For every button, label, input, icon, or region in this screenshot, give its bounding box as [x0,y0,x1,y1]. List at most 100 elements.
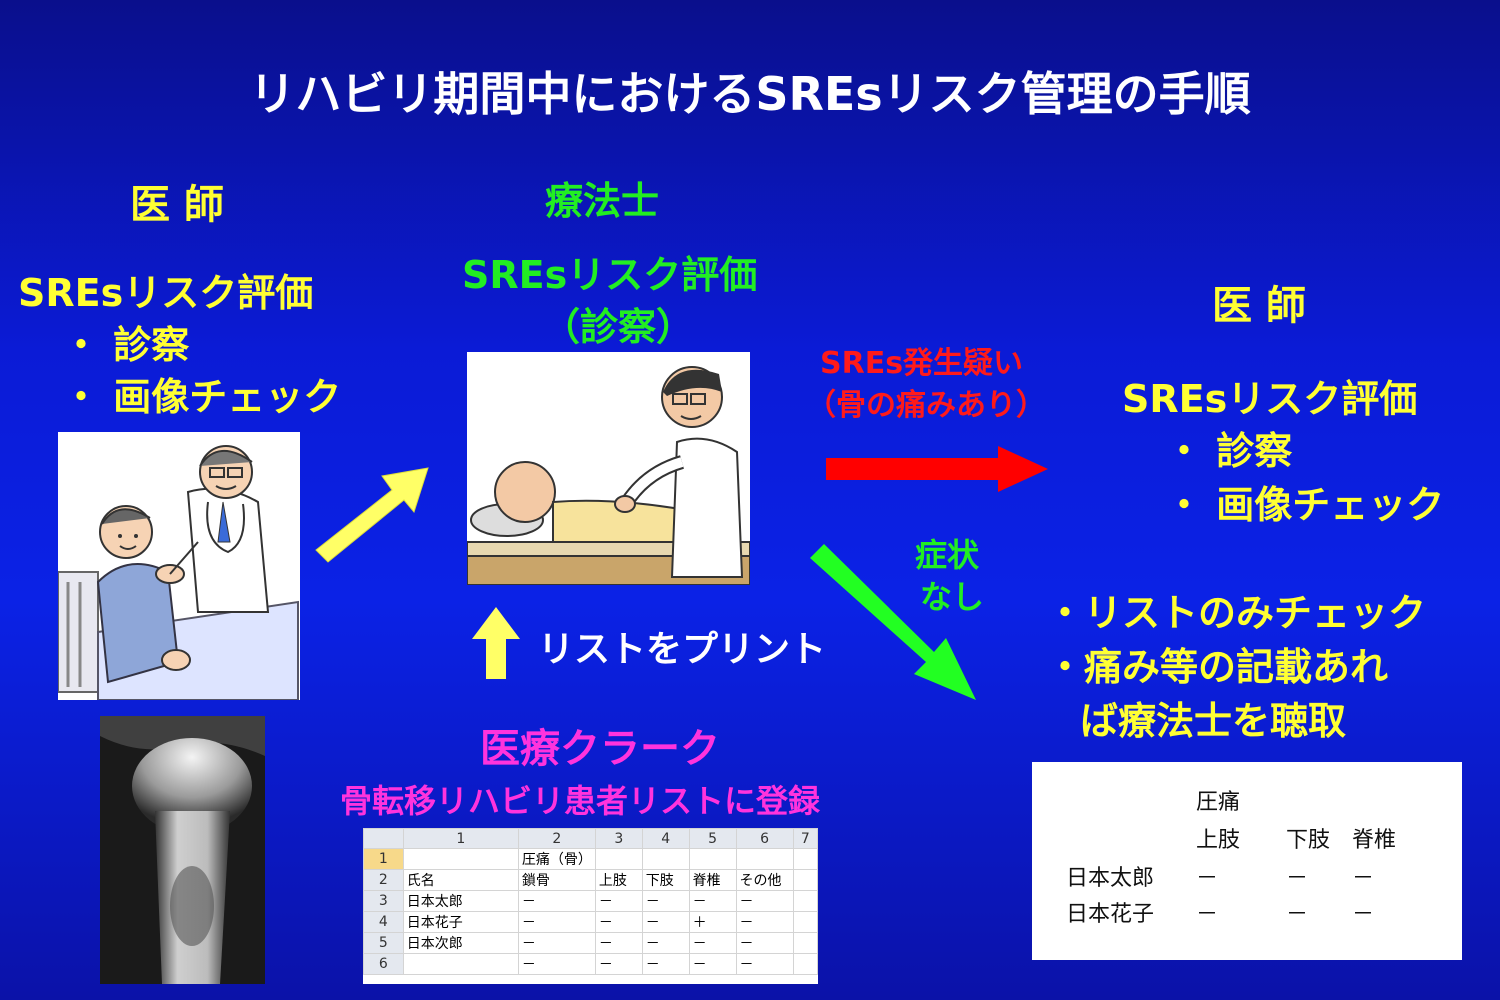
spreadsheet-cell: － [641,953,690,975]
spreadsheet-row-number: 3 [363,890,404,912]
spreadsheet-cell: － [594,911,643,933]
spreadsheet-cell: 圧痛（骨） [517,848,596,870]
summary-cell: － [1286,902,1309,927]
spreadsheet-cell [594,848,643,870]
spreadsheet-cell: ＋ [688,911,737,933]
spreadsheet-cell: － [517,953,596,975]
right-role-label: 医 師 [1212,283,1306,329]
spreadsheet-cell: － [594,932,643,954]
spreadsheet-row: 2 氏名 鎖骨 上肢 下肢 脊椎 その他 [363,869,818,891]
note-if-pain-recorded: ・痛み等の記載あれ [1046,645,1389,689]
spreadsheet-cell [792,848,818,870]
spreadsheet-cell: － [735,890,794,912]
spreadsheet-col-header: 4 [641,828,690,849]
spreadsheet-cell [792,932,818,954]
therapist-exam-illustration [467,352,750,585]
summary-cell: － [1196,866,1219,891]
spreadsheet-cell: 日本次郎 [402,932,519,954]
spreadsheet-cell [792,953,818,975]
red-arrow-label-line1: SREs発生疑い [820,346,1024,381]
spreadsheet-cell [792,869,818,891]
summary-row-name: 日本花子 [1066,902,1155,927]
spreadsheet-col-header: 2 [517,828,596,849]
spreadsheet-cell [402,953,519,975]
spreadsheet-cell [792,890,818,912]
spreadsheet-cell: － [735,953,794,975]
summary-header-tenderness: 圧痛 [1196,790,1241,815]
summary-cell: － [1286,866,1309,891]
patient-list-spreadsheet: 1 2 3 4 5 6 7 1 圧痛（骨） 2 氏名 鎖骨 上肢 下肢 脊椎 そ… [363,828,818,984]
summary-col-upper-limb: 上肢 [1196,828,1241,853]
summary-row-name: 日本太郎 [1066,866,1155,891]
spreadsheet-cell [792,911,818,933]
spreadsheet-cell: 脊椎 [688,869,737,891]
spreadsheet-row: 6 － － － － － [363,953,818,975]
spreadsheet-col-header: 1 [402,828,519,849]
spreadsheet-cell [641,848,690,870]
spreadsheet-col-header: 7 [792,828,818,849]
spreadsheet-cell: － [735,932,794,954]
clerk-description: 骨転移リハビリ患者リストに登録 [340,782,821,820]
spreadsheet-row: 5 日本次郎 － － － － － [363,932,818,954]
spreadsheet-cell: 下肢 [641,869,690,891]
note-interview-therapist: ば療法士を聴取 [1080,699,1347,743]
spreadsheet-col-header: 3 [594,828,643,849]
red-arrow-label-line2: （骨の痛みあり） [806,388,1046,423]
spreadsheet-cell [735,848,794,870]
spreadsheet-cell: 日本太郎 [402,890,519,912]
spreadsheet-table: 1 2 3 4 5 6 7 1 圧痛（骨） 2 氏名 鎖骨 上肢 下肢 脊椎 そ… [363,828,818,975]
doctor-patient-illustration [58,432,300,700]
spreadsheet-cell: － [641,932,690,954]
slide-title: リハビリ期間中におけるSREsリスク管理の手順 [249,67,1251,121]
spreadsheet-row-number: 2 [363,869,404,891]
left-item-imaging: ・ 画像チェック [62,375,342,419]
print-list-label: リストをプリント [538,629,827,670]
summary-col-spine: 脊椎 [1352,828,1397,853]
note-check-list-only: ・リストのみチェック [1046,591,1427,635]
arrow-down-right-icon [810,544,976,700]
spreadsheet-cell: － [517,890,596,912]
arrow-right-icon [826,446,1048,492]
spreadsheet-cell: － [517,911,596,933]
spreadsheet-cell: － [688,932,737,954]
spreadsheet-column-header-row: 1 2 3 4 5 6 7 [363,828,818,849]
spreadsheet-cell [688,848,737,870]
spreadsheet-cell: 日本花子 [402,911,519,933]
summary-cell: － [1352,866,1375,891]
green-arrow-label-line1: 症状 [915,536,980,574]
green-arrow-label-line2: なし [920,578,985,616]
spreadsheet-cell: － [641,890,690,912]
spreadsheet-row-number: 6 [363,953,404,975]
xray-image [100,716,265,984]
spreadsheet-corner-cell [363,828,404,849]
center-heading: SREsリスク評価 [462,253,758,297]
spreadsheet-row: 3 日本太郎 － － － － － [363,890,818,912]
spreadsheet-cell: － [688,953,737,975]
clerk-role-label: 医療クラーク [480,726,720,772]
right-item-exam: ・ 診察 [1165,429,1293,473]
right-item-imaging: ・ 画像チェック [1165,483,1445,527]
spreadsheet-col-header: 6 [735,828,794,849]
spreadsheet-cell [402,848,519,870]
spreadsheet-row-number: 5 [363,932,404,954]
center-role-label: 療法士 [545,179,660,223]
left-item-exam: ・ 診察 [62,323,190,367]
spreadsheet-cell: － [688,890,737,912]
spreadsheet-cell: － [594,953,643,975]
spreadsheet-row-number: 4 [363,911,404,933]
tenderness-summary-table: 圧痛 上肢 下肢 脊椎 日本太郎 － － － 日本花子 － － － [1032,762,1462,960]
arrow-up-right-icon [315,467,429,563]
left-heading: SREsリスク評価 [18,271,314,315]
left-role-label: 医 師 [130,182,224,228]
right-heading: SREsリスク評価 [1122,377,1418,421]
arrow-up-icon [472,607,520,679]
spreadsheet-cell: 鎖骨 [517,869,596,891]
spreadsheet-cell: － [517,932,596,954]
spreadsheet-col-header: 5 [688,828,737,849]
summary-cell: － [1352,902,1375,927]
spreadsheet-cell: 上肢 [594,869,643,891]
spreadsheet-cell: － [735,911,794,933]
spreadsheet-cell: － [641,911,690,933]
spreadsheet-cell: 氏名 [402,869,519,891]
summary-cell: － [1196,902,1219,927]
